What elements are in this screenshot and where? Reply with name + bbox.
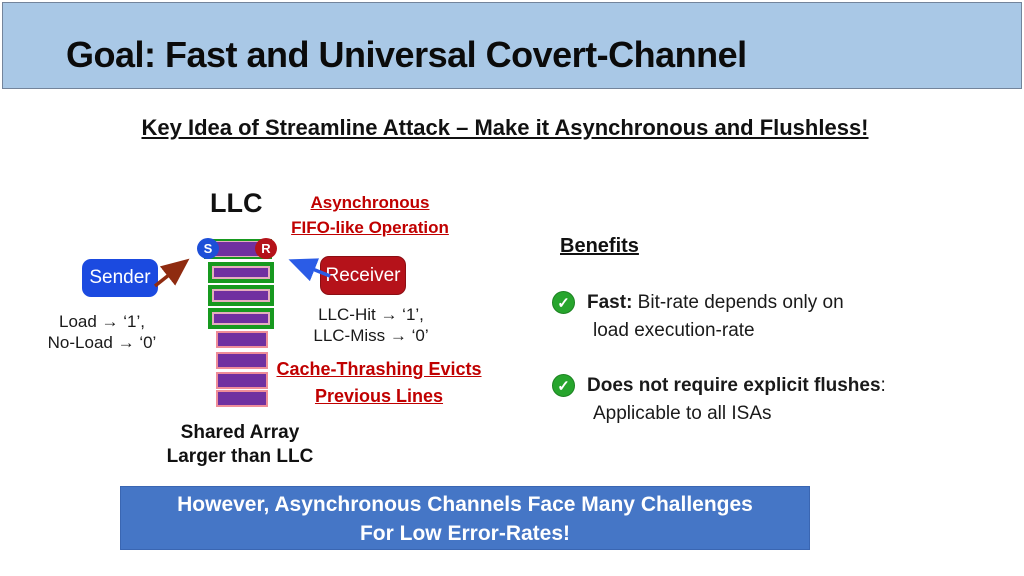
cache-line-evicted (216, 331, 268, 348)
checkmark-icon: ✓ (552, 374, 575, 397)
key-idea-heading: Key Idea of Streamline Attack – Make it … (141, 115, 869, 140)
shared-array-line2: Larger than LLC (166, 446, 314, 467)
cache-line-green (208, 285, 274, 306)
llc-label: LLC (210, 188, 263, 218)
receiver-decoding-note: LLC-Hit → ‘1’, LLC-Miss → ‘0’ (302, 304, 440, 346)
benefit-item-fast: ✓ Fast: Bit-rate depends only on load ex… (552, 289, 927, 345)
sender-encoding-line2: No-Load → ‘0’ (47, 333, 157, 352)
benefit-no-flush-line2: Applicable to all ISAs (593, 403, 772, 424)
shared-array-note: Shared Array Larger than LLC (156, 421, 324, 469)
checkmark-icon: ✓ (552, 291, 575, 314)
challenge-callout: However, Asynchronous Channels Face Many… (120, 486, 810, 550)
benefit-fast-line2: load execution-rate (593, 320, 755, 341)
sender-encoding-line1: Load → ‘1’, (59, 312, 145, 331)
benefit-no-flush-line1: Does not require explicit flushes: (587, 372, 927, 400)
receiver-decoding-line1: LLC-Hit → ‘1’, (318, 305, 424, 324)
async-fifo-note-line1: Asynchronous (310, 193, 430, 212)
sender-arrow (153, 258, 190, 288)
async-fifo-note-line2: FIFO-like Operation (291, 218, 449, 237)
benefits-heading: Benefits (560, 235, 639, 257)
sender-encoding-note: Load → ‘1’, No-Load → ‘0’ (18, 311, 186, 353)
benefit-fast-bold: Fast: (587, 292, 633, 313)
benefit-fast-line1: Fast: Bit-rate depends only on (587, 289, 927, 317)
benefit-no-flush-rest: : (880, 375, 886, 396)
challenge-line2: For Low Error-Rates! (359, 522, 571, 545)
receiver-box: Receiver (320, 256, 406, 295)
slide-title: Goal: Fast and Universal Covert-Channel (66, 34, 747, 75)
cache-thrashing-note: Cache-Thrashing Evicts Previous Lines (264, 356, 494, 410)
receiver-decoding-line2: LLC-Miss → ‘0’ (313, 326, 429, 345)
cache-line-evicted (216, 352, 268, 369)
receiver-badge: R (255, 238, 277, 259)
benefit-no-flush-bold: Does not require explicit flushes (587, 375, 881, 396)
sender-badge: S (197, 238, 219, 259)
shared-array-line1: Shared Array (180, 422, 300, 443)
title-bar: Goal: Fast and Universal Covert-Channel (2, 2, 1022, 89)
cache-thrashing-line2: Previous Lines (314, 386, 444, 406)
cache-line-evicted (216, 372, 268, 389)
challenge-line1: However, Asynchronous Channels Face Many… (177, 493, 753, 516)
benefit-fast-rest: Bit-rate depends only on (632, 292, 844, 313)
async-fifo-note: Asynchronous FIFO-like Operation (276, 190, 464, 240)
cache-line-green (208, 262, 274, 283)
sender-box: Sender (82, 259, 158, 297)
benefit-item-no-flush: ✓ Does not require explicit flushes: App… (552, 372, 927, 428)
cache-line-green (208, 308, 274, 329)
cache-line-evicted (216, 390, 268, 407)
cache-thrashing-line1: Cache-Thrashing Evicts (276, 359, 482, 379)
